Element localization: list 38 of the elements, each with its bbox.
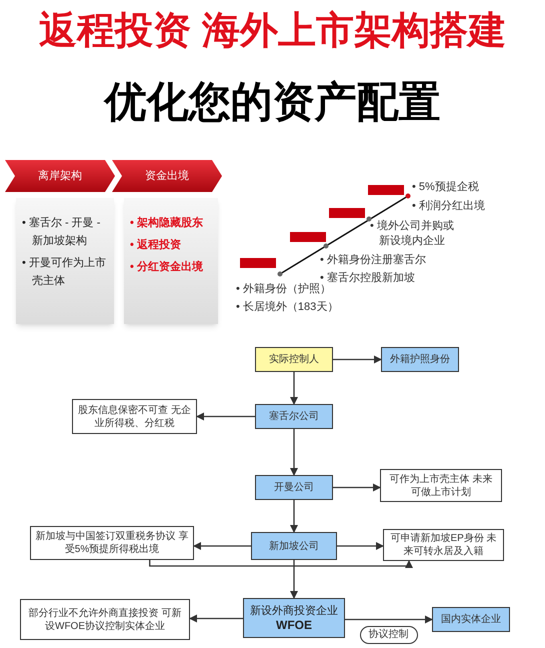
arrow [290,372,298,405]
step-note: • 5%预提企税 [412,180,480,195]
arrow [290,560,298,599]
arrow [290,429,298,476]
info-panel: • 塞舌尔 - 开曼 - 新加坡架构 • 开曼可作为上市壳主体 [16,198,114,324]
arrow [189,614,243,622]
arrow [193,542,251,550]
process-box: 国内实体企业 [432,607,510,632]
arrow [290,500,298,533]
process-box: 新加坡公司 [251,532,337,560]
arrow [333,356,382,364]
step-note: • 境外公司并购或新设境内企业 [370,219,455,249]
step-note: • 长居境外（183天） [236,300,340,315]
arrow [196,412,255,420]
note-box: 部分行业不允许外商直接投资 可新设WFOE协议控制实体企业 [20,599,190,640]
note-box: 股东信息保密不可查 无企业所得税、分红税 [72,399,197,434]
arrow [337,542,384,550]
step-note: • 外籍身份注册塞舌尔 [320,253,427,268]
step-note: • 外籍身份（护照） [236,282,332,297]
step-note: • 利润分红出境 [412,199,486,214]
process-box: 塞舌尔公司 [255,404,333,429]
chevron-banner: 资金出境 [112,160,222,192]
arrow [333,484,381,492]
chevron-banner: 离岸架构 [5,160,115,192]
process-box: 开曼公司 [255,475,333,500]
step-note: • 塞舌尔控股新加坡 [320,271,416,284]
info-panel: • 架构隐藏股东 • 返程投资 • 分红资金出境 [124,198,218,324]
subtitle: 优化您的资产配置 [102,77,442,127]
note-box: 新加坡与中国签订双重税务协议 享受5%预提所得税出境 [30,526,194,560]
process-box: 实际控制人 [255,347,333,372]
arrow [345,616,433,624]
note-box: 可作为上市壳主体 未来可做上市计划 [380,469,502,502]
process-box: 外籍护照身份 [381,347,459,372]
edge-label: 协议控制 [360,626,418,644]
title: 返程投资 海外上市架构搭建 [38,9,507,54]
arrow [149,560,413,568]
note-box: 可申请新加坡EP身份 未来可转永居及入籍 [383,529,504,561]
process-box: 新设外商投资企业 WFOE [243,598,345,638]
